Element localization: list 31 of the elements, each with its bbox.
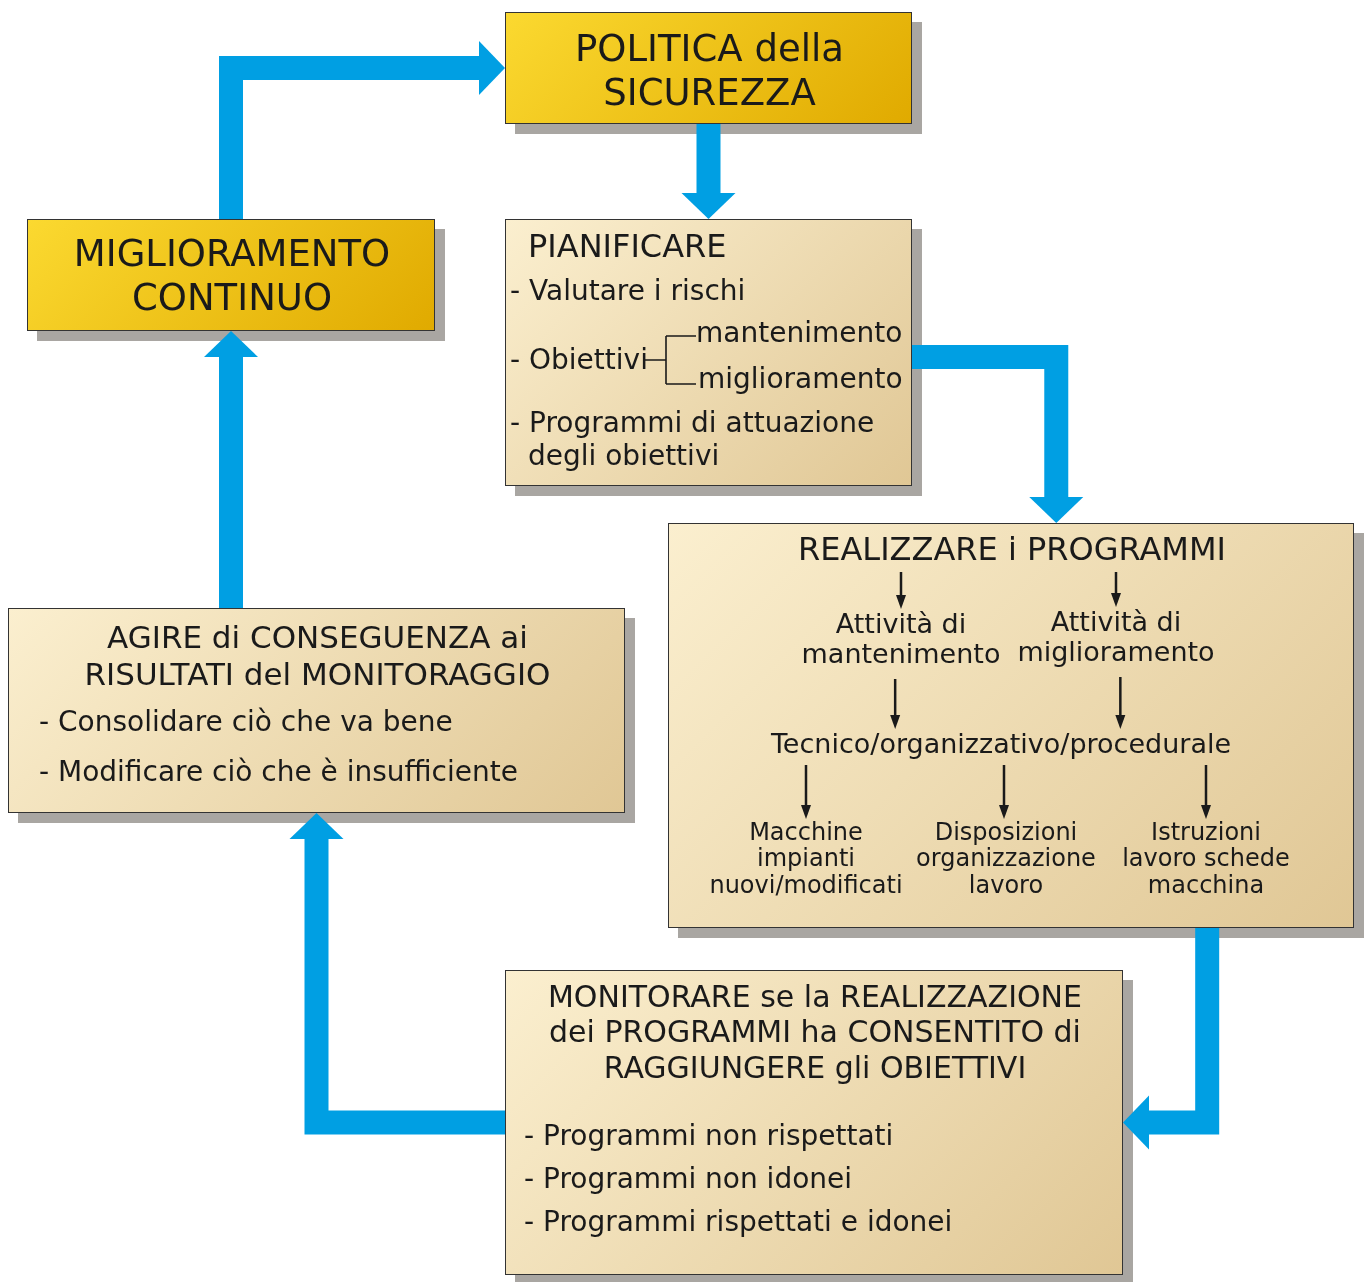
- arrow: [289, 813, 505, 1135]
- box-title: MIGLIORAMENTO CONTINUO: [72, 232, 392, 320]
- arrow: [1123, 928, 1220, 1150]
- list-item: mantenimento: [696, 316, 904, 350]
- list-item: - Programmi non idonei: [524, 1162, 854, 1196]
- arrow: [890, 679, 901, 729]
- list-item: - Programmi rispettati e idonei: [524, 1205, 954, 1239]
- arrow: [912, 345, 1084, 523]
- list-item: - Valutare i rischi: [510, 274, 747, 308]
- arrow: [896, 572, 906, 609]
- arrow: [681, 124, 736, 219]
- list-item: - Programmi non rispettati: [524, 1119, 895, 1153]
- box-heading: PIANIFICARE: [528, 228, 728, 266]
- box-heading: MONITORARE se la REALIZZAZIONE dei PROGRAMMI ha CONSENTITO di RAGGIUNGERE gli OBIETTIVI: [547, 979, 1083, 1086]
- step-label: Tecnico/organizzativo/procedurale: [731, 729, 1271, 765]
- list-item: miglioramento: [698, 362, 904, 396]
- arrow: [1115, 677, 1126, 729]
- list-item: - Programmi di attuazione degli obiettivi: [510, 406, 876, 473]
- box-heading: REALIZZARE i PROGRAMMI: [789, 532, 1235, 572]
- list-item: - Consolidare ciò che va bene: [39, 705, 454, 739]
- arrow: [1111, 572, 1121, 607]
- arrow: [801, 765, 811, 819]
- box-title: POLITICA della SICUREZZA: [574, 27, 845, 115]
- arrow: [999, 765, 1009, 819]
- arrow: [204, 331, 258, 608]
- arrow: [219, 41, 505, 219]
- step-label: Istruzioni lavoro schede macchina: [1121, 819, 1291, 911]
- list-item: - Obiettivi: [510, 343, 649, 377]
- box-heading: AGIRE di CONSEGUENZA ai RISULTATI del MONITORAGGIO: [83, 619, 552, 693]
- list-item: - Modificare ciò che è insufficiente: [39, 755, 519, 789]
- arrow: [1201, 765, 1211, 819]
